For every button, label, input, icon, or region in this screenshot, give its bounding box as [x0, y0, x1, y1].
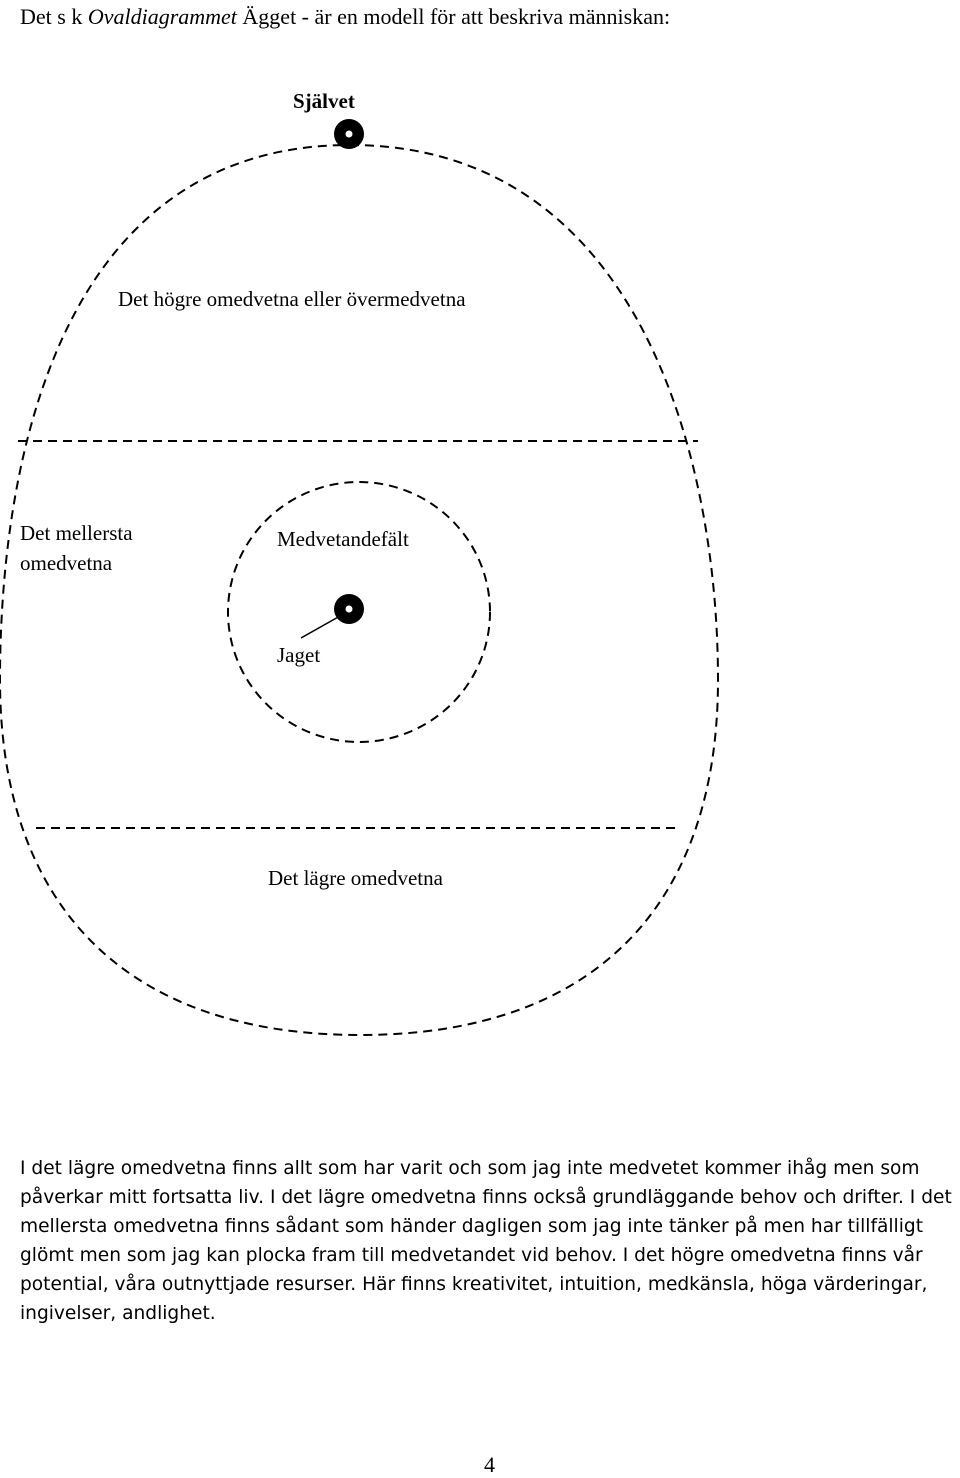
higher-unconscious-label: Det högre omedvetna eller övermedvetna: [118, 287, 466, 311]
ego-point-center: [345, 605, 353, 613]
lower-unconscious-label: Det lägre omedvetna: [268, 866, 443, 890]
diagram-graphic: [0, 119, 720, 1037]
consciousness-field-circle: [227, 481, 491, 743]
heading-emphasis: Ovaldiagrammet: [87, 4, 237, 29]
ego-label: Jaget: [277, 643, 321, 667]
page-heading: Det s k Ovaldiagrammet Ägget - är en mod…: [20, 4, 670, 30]
explanation-paragraph: I det lägre omedvetna finns allt som har…: [20, 1158, 952, 1324]
heading-suffix: Ägget - är en modell för att beskriva mä…: [236, 4, 671, 29]
self-point-center: [345, 130, 353, 138]
middle-unconscious-label-line1: Det mellersta: [20, 521, 133, 545]
middle-unconscious-label-line2: omedvetna: [20, 551, 113, 575]
outer-egg-outline: [0, 143, 720, 1037]
self-label: Självet: [293, 89, 355, 113]
heading-prefix: Det s k: [20, 4, 88, 29]
oval-diagram: Självet Det högre omedvetna eller överme…: [0, 89, 720, 1037]
page-number: 4: [484, 1452, 495, 1477]
consciousness-field-label: Medvetandefält: [277, 527, 409, 551]
ego-pointer-line: [300, 615, 341, 639]
